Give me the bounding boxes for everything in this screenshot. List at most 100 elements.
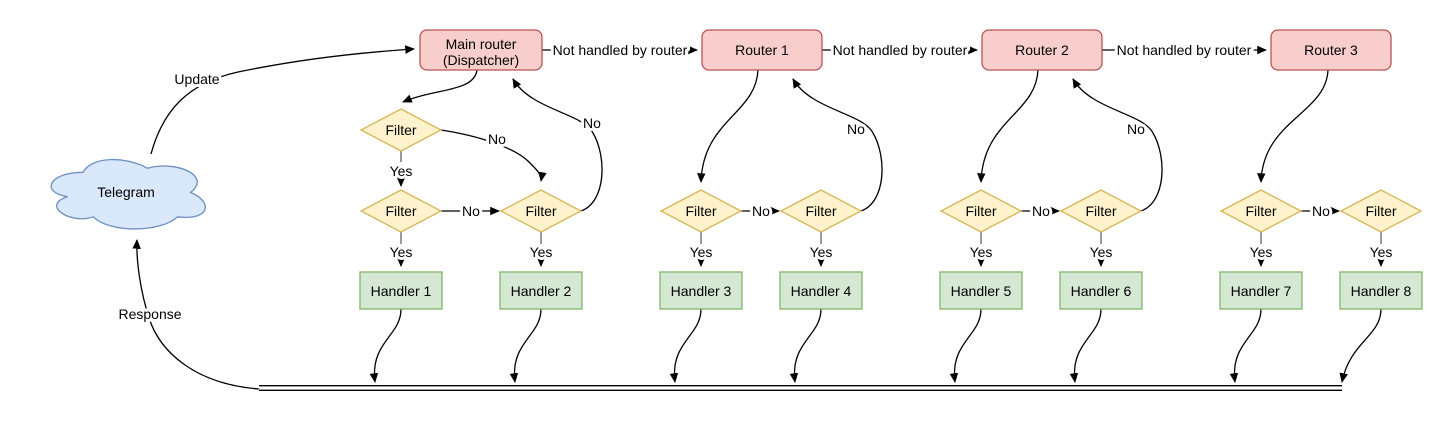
filter-diamond — [1339, 189, 1423, 233]
handler-box — [659, 271, 743, 310]
router-label: Router 3 — [1304, 42, 1358, 58]
handler-label: Handler 2 — [511, 283, 572, 299]
handler-node: Handler 5 — [939, 271, 1023, 310]
edge-labels: Update Response Not handled by router No… — [115, 39, 1395, 325]
router-label: (Dispatcher) — [443, 52, 519, 68]
handler-box — [1339, 271, 1423, 310]
router-node-1: Router 1 — [701, 29, 823, 71]
edge-label-yes: Yes — [390, 244, 413, 260]
handler-node: Handler 1 — [359, 271, 443, 310]
handler-label: Handler 4 — [791, 283, 852, 299]
edge-label-not-handled: Not handled by router — [553, 42, 688, 58]
edge-label-not-handled: Not handled by router — [1117, 42, 1252, 58]
edge-upper-filter-no — [440, 129, 547, 182]
filter-node: Filter — [359, 108, 443, 152]
filter-diamond — [359, 189, 443, 233]
router-label: Main router — [446, 36, 517, 52]
edge-handler-out — [669, 308, 702, 383]
filter-diamond — [359, 108, 443, 152]
cloud-label: Telegram — [97, 184, 155, 200]
filter-node: Filter — [779, 189, 863, 233]
edge-label-yes: Yes — [970, 244, 993, 260]
edge-label-no: No — [488, 131, 506, 147]
handler-box — [779, 271, 863, 310]
filter-label: Filter — [1085, 203, 1116, 219]
filter-diamond — [939, 189, 1023, 233]
filter-label: Filter — [525, 203, 556, 219]
edge-update — [150, 45, 415, 155]
filter-diamond — [1219, 189, 1303, 233]
edge-return-no-r1 — [792, 78, 883, 212]
handler-box — [939, 271, 1023, 310]
edge-label-no: No — [462, 203, 480, 219]
handler-label: Handler 8 — [1351, 283, 1412, 299]
edge-response — [132, 239, 260, 390]
edge-label-no: No — [1032, 203, 1050, 219]
edge-handler-out — [509, 308, 542, 383]
router-box — [1270, 29, 1392, 71]
edge-label-yes: Yes — [1250, 244, 1273, 260]
edge-label-no: No — [1127, 121, 1145, 137]
edge-handler-out — [1339, 308, 1382, 383]
handler-node: Handler 4 — [779, 271, 863, 310]
handler-box — [359, 271, 443, 310]
edge-return-no-r2 — [1072, 78, 1163, 212]
edge-label-yes: Yes — [1090, 244, 1113, 260]
handler-label: Handler 5 — [951, 283, 1012, 299]
edge-label-no: No — [752, 203, 770, 219]
router-node-3: Router 3 — [1270, 29, 1392, 71]
telegram-cloud: Telegram — [50, 158, 206, 230]
handler-box — [1059, 271, 1143, 310]
filter-node: Filter — [359, 189, 443, 233]
handler-box — [499, 271, 583, 310]
edge-main-router-to-filter — [402, 69, 478, 103]
edge-label-no: No — [847, 121, 865, 137]
edge-handler-out — [369, 308, 402, 383]
edge-label-yes: Yes — [530, 244, 553, 260]
router-label: Router 2 — [1015, 42, 1069, 58]
filter-node: Filter — [659, 189, 743, 233]
router-box — [981, 29, 1103, 71]
handler-node: Handler 7 — [1219, 271, 1303, 310]
filter-diamond — [659, 189, 743, 233]
edge-handler-out — [1069, 308, 1102, 383]
router-node-main: Main router (Dispatcher) — [419, 29, 543, 71]
filter-node: Filter — [1219, 189, 1303, 233]
filter-diamond — [779, 189, 863, 233]
filter-node: Filter — [1339, 189, 1423, 233]
handler-label: Handler 6 — [1071, 283, 1132, 299]
handler-node: Handler 8 — [1339, 271, 1423, 310]
handler-node: Handler 3 — [659, 271, 743, 310]
router-box — [419, 29, 543, 71]
edge-label-yes: Yes — [690, 244, 713, 260]
filter-label: Filter — [685, 203, 716, 219]
edge-handler-out — [789, 308, 822, 383]
router-box — [701, 29, 823, 71]
edge-label-yes: Yes — [390, 163, 413, 179]
filter-node: Filter — [499, 189, 583, 233]
router-label: Router 1 — [735, 42, 789, 58]
handler-label: Handler 3 — [671, 283, 732, 299]
filter-label: Filter — [385, 203, 416, 219]
filter-label: Filter — [805, 203, 836, 219]
edge-label-update: Update — [174, 71, 219, 87]
router-node-2: Router 2 — [981, 29, 1103, 71]
edge-handler-out — [949, 308, 982, 383]
edge-handler-out — [1229, 308, 1262, 383]
edge-label-yes: Yes — [810, 244, 833, 260]
edge-label-yes: Yes — [1370, 244, 1393, 260]
edge-router1-to-filter — [697, 69, 759, 183]
handler-label: Handler 1 — [371, 283, 432, 299]
edge-router3-to-filter — [1257, 69, 1329, 183]
edges — [132, 45, 1386, 391]
cloud-shape — [50, 158, 206, 230]
filter-label: Filter — [1245, 203, 1276, 219]
edge-label-response: Response — [118, 306, 181, 322]
edge-label-no: No — [1312, 203, 1330, 219]
handler-label: Handler 7 — [1231, 283, 1292, 299]
filter-label: Filter — [385, 122, 416, 138]
handler-node: Handler 6 — [1059, 271, 1143, 310]
edge-router2-to-filter — [977, 69, 1039, 183]
